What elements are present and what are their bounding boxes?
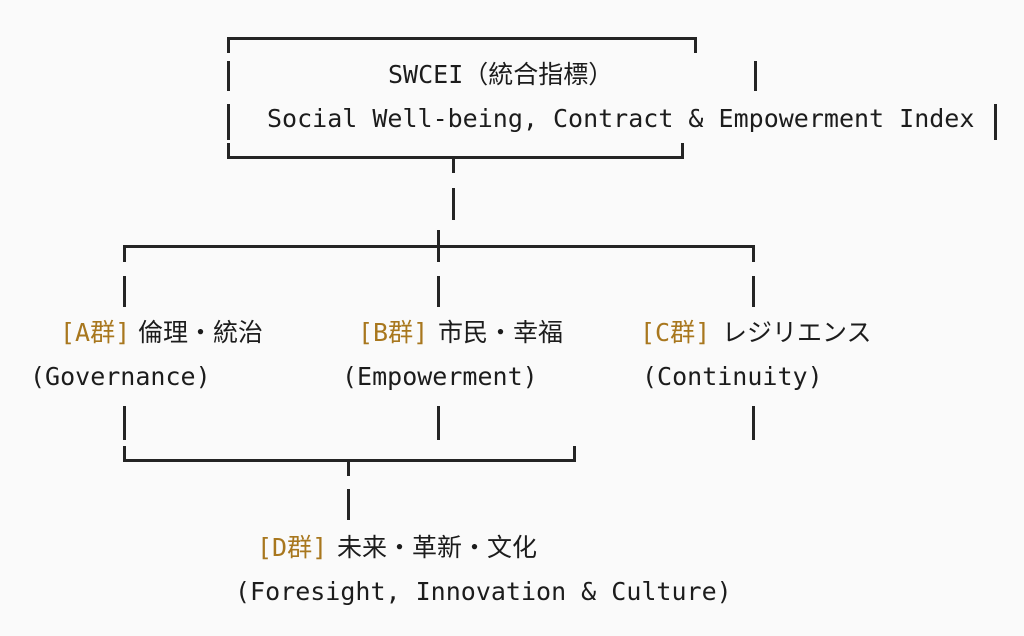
group-a-down-connector — [123, 406, 126, 440]
group-d-tag: [D群] — [257, 533, 328, 562]
root-title-jp: SWCEI（統合指標） — [388, 60, 614, 89]
branch-drop-c — [752, 276, 755, 307]
root-box-left-border — [227, 37, 230, 53]
group-b-name-en: (Empowerment) — [342, 362, 538, 391]
group-a-tag: [A群] — [60, 318, 131, 347]
join-rail-tee-drop — [347, 459, 350, 476]
root-box-right-border — [694, 37, 697, 53]
trunk-connector — [452, 188, 455, 220]
root-box-right-border — [754, 61, 757, 91]
join-rail-left-riser — [123, 446, 126, 462]
root-box-top-border — [228, 37, 696, 40]
group-c-down-connector — [752, 406, 755, 440]
group-d-drop — [347, 489, 350, 520]
branch-rail-right-drop — [752, 245, 755, 262]
branch-rail-cross — [437, 230, 440, 262]
group-b-tag: [B群] — [358, 318, 429, 347]
group-a-name-jp: 倫理・統治 — [138, 318, 264, 347]
group-c-name-jp: レジリエンス — [722, 318, 872, 347]
root-box-right-border — [681, 143, 684, 159]
trunk-connector — [452, 156, 455, 173]
root-box-right-border — [994, 104, 997, 140]
group-d-name-jp: 未来・革新・文化 — [337, 533, 538, 562]
root-box-left-border — [227, 104, 230, 140]
group-c-tag: [C群] — [640, 318, 711, 347]
root-box-left-border — [227, 143, 230, 159]
root-box-left-border — [227, 61, 230, 91]
root-box-bottom-border — [228, 156, 682, 159]
group-c-name-en: (Continuity) — [642, 362, 823, 391]
group-d-name-en: (Foresight, Innovation & Culture) — [235, 577, 732, 606]
join-rail-right-riser — [573, 446, 576, 462]
branch-rail-left-drop — [123, 245, 126, 262]
root-title-en: Social Well-being, Contract & Empowermen… — [267, 104, 975, 133]
group-b-down-connector — [437, 406, 440, 440]
branch-drop-b — [437, 276, 440, 307]
group-a-name-en: (Governance) — [30, 362, 211, 391]
branch-drop-a — [123, 276, 126, 307]
group-b-name-jp: 市民・幸福 — [438, 318, 564, 347]
